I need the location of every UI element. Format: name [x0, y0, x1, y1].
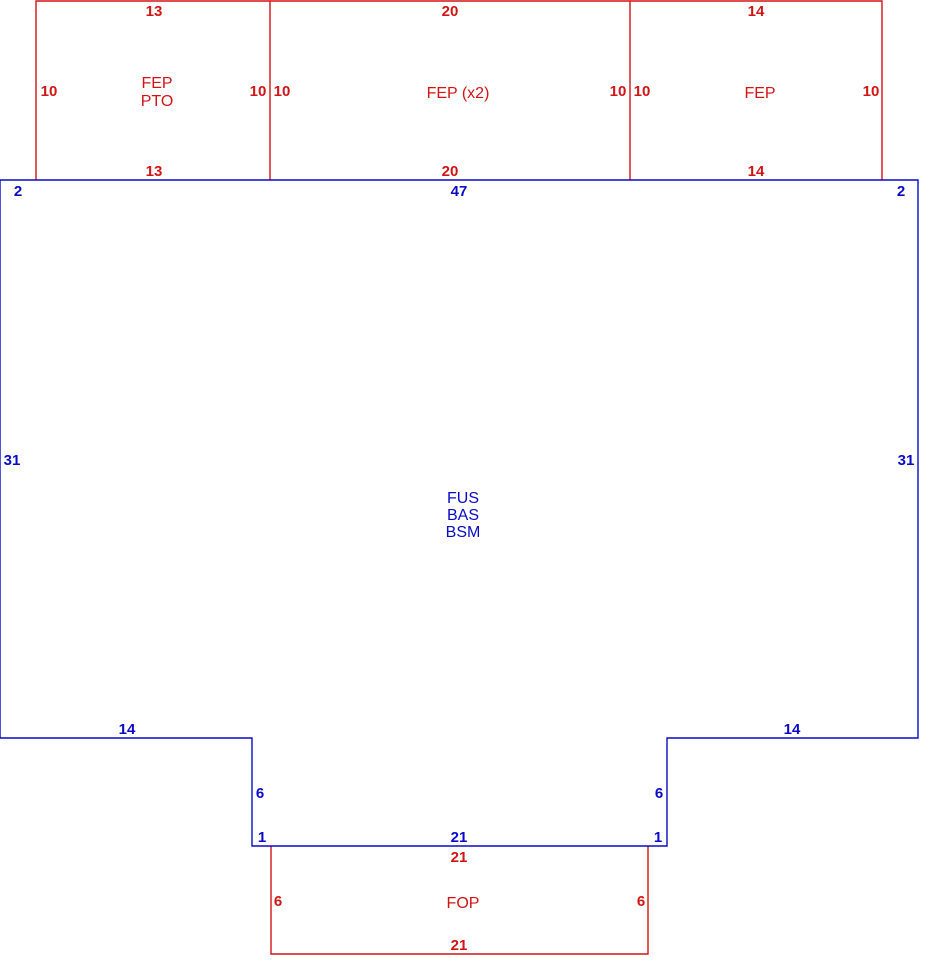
main-foot-right-dimension: 1	[654, 829, 662, 846]
main-lower-right-dimension: 14	[784, 721, 801, 738]
bottom-right-dimension: 6	[637, 893, 645, 910]
top-center-left-dimension: 10	[274, 83, 291, 100]
top-left-right-dimension: 10	[250, 83, 267, 100]
bottom-left-dimension: 6	[274, 893, 282, 910]
top-center-top-dimension: 20	[442, 3, 459, 20]
main-area-name-line-2: BAS	[447, 507, 479, 524]
main-left-dimension: 31	[4, 452, 21, 469]
main-foot-left-dimension: 1	[258, 829, 266, 846]
bottom-bottom-dimension: 21	[451, 937, 468, 954]
main-right-dimension: 31	[898, 452, 915, 469]
top-right-bottom-dimension: 14	[748, 163, 765, 180]
top-left-bottom-dimension: 13	[146, 163, 163, 180]
area-top-right-outline	[630, 0, 883, 180]
main-top-left-step-dimension: 2	[14, 183, 22, 200]
main-top-dimension: 47	[451, 183, 468, 200]
top-left-area-name-line-2: PTO	[141, 93, 174, 110]
area-main	[0, 179, 919, 847]
main-lower-left-dimension: 14	[119, 721, 136, 738]
bottom-top-dimension: 21	[451, 849, 468, 866]
top-right-area-name: FEP	[744, 85, 775, 102]
area-main-outline	[0, 179, 919, 847]
main-bottom-dimension: 21	[451, 829, 468, 846]
top-left-top-dimension: 13	[146, 3, 163, 20]
top-right-top-dimension: 14	[748, 3, 765, 20]
main-area-name-line-1: FUS	[447, 490, 479, 507]
top-right-right-dimension: 10	[863, 83, 880, 100]
main-top-right-step-dimension: 2	[897, 183, 905, 200]
top-center-bottom-dimension: 20	[442, 163, 459, 180]
area-bottom-outline	[270, 846, 649, 955]
top-left-area-name-line-1: FEP	[141, 75, 172, 92]
area-top-left-outline	[35, 0, 271, 180]
top-center-area-name: FEP (x2)	[427, 85, 490, 102]
area-bottom	[270, 846, 649, 955]
area-top-right	[630, 0, 883, 180]
main-inner-right-dimension: 6	[655, 785, 663, 802]
area-top-left	[35, 0, 271, 180]
top-left-left-dimension: 10	[41, 83, 58, 100]
main-area-name-line-3: BSM	[446, 524, 481, 541]
top-center-right-dimension: 10	[610, 83, 627, 100]
top-right-left-dimension: 10	[634, 83, 651, 100]
main-inner-left-dimension: 6	[256, 785, 264, 802]
bottom-area-name: FOP	[447, 895, 480, 912]
